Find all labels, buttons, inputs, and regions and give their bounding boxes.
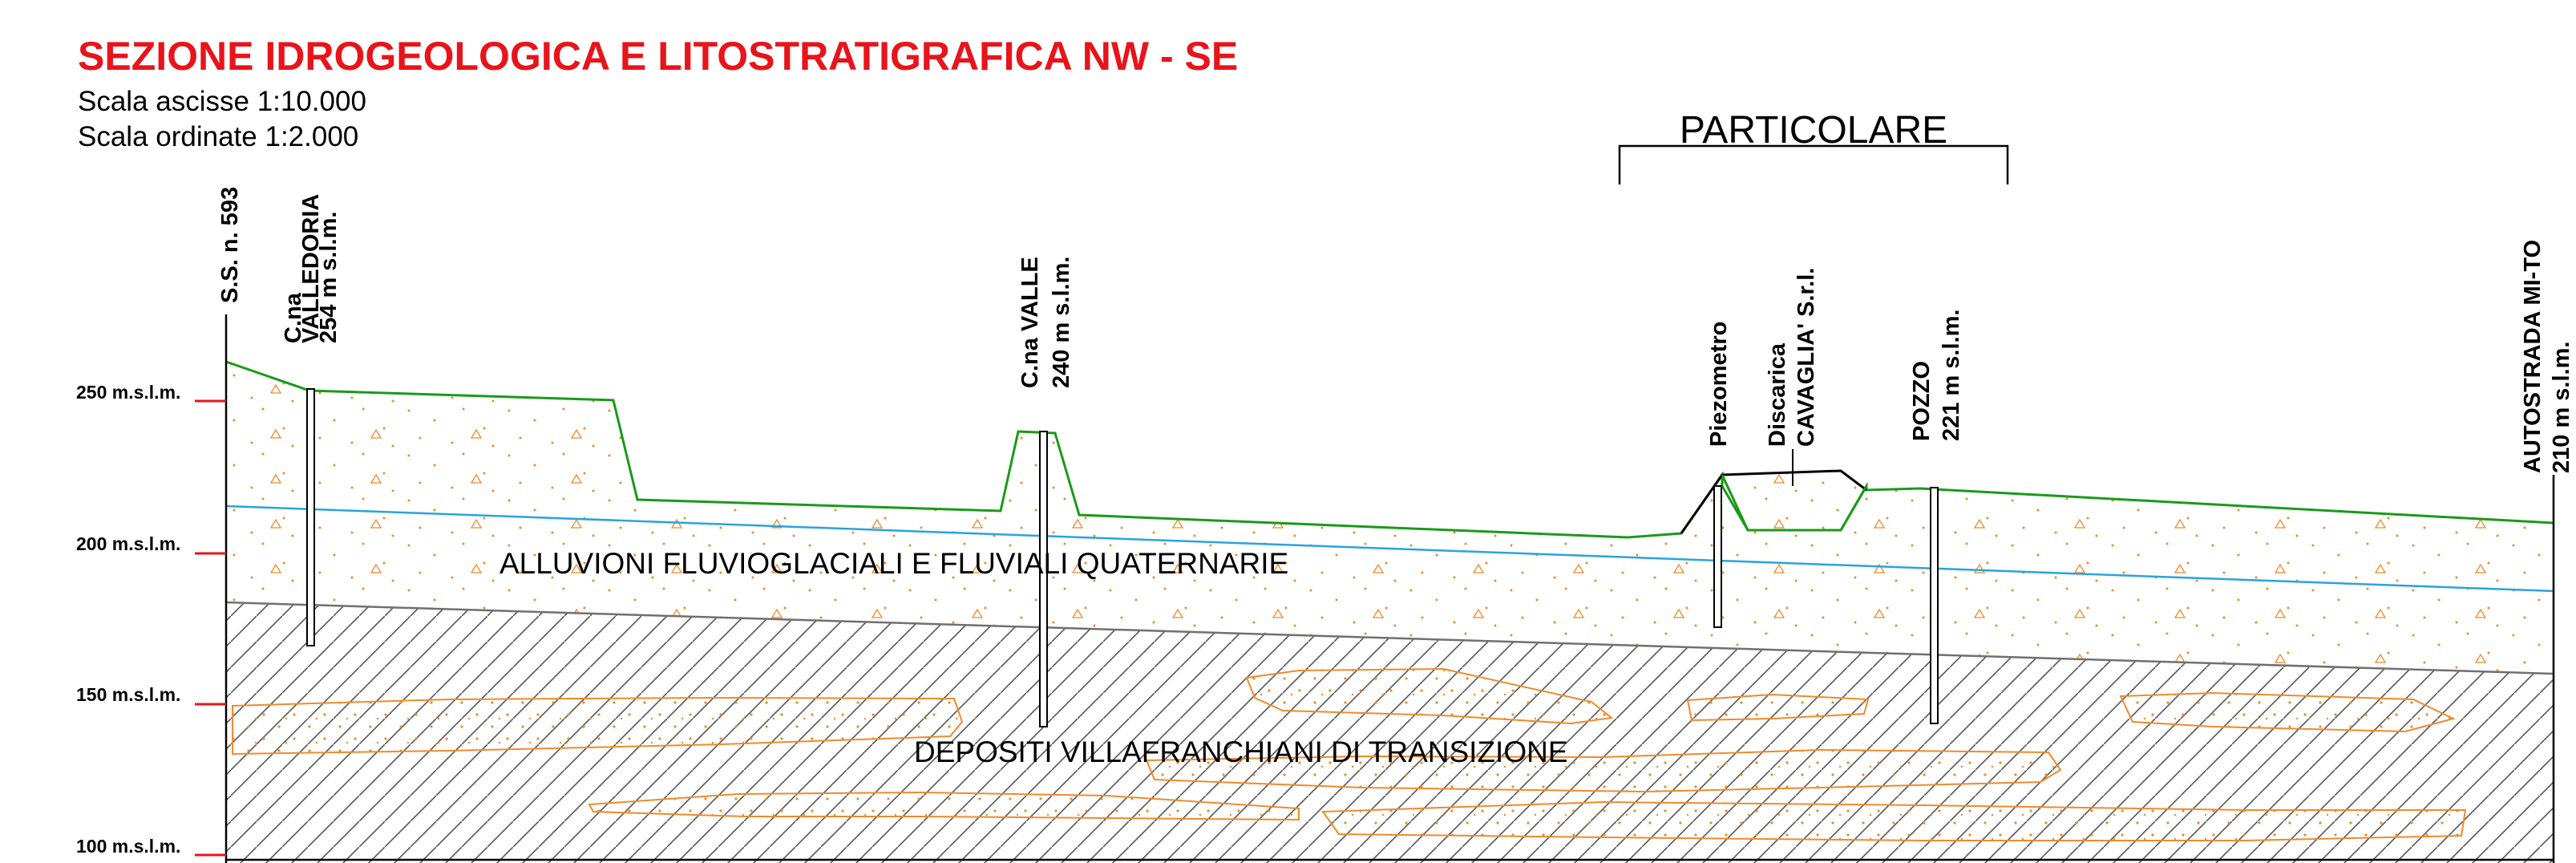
borehole-valledoria bbox=[306, 388, 315, 646]
label-pozzo-name: POZZO bbox=[1909, 361, 1935, 441]
label-piezometro: Piezometro bbox=[1706, 322, 1732, 447]
label-autostrada-name: AUTOSTRADA MI-TO bbox=[2520, 240, 2546, 473]
borehole-pozzo bbox=[1930, 487, 1939, 724]
borehole-valle bbox=[1039, 431, 1048, 727]
label-pozzo-elev: 221 m s.l.m. bbox=[1939, 310, 1964, 441]
elevation-label-200: 200 m.s.l.m. bbox=[76, 533, 180, 554]
label-alluvial-unit: ALLUVIONI FLUVIOGLACIALI E FLUVIALI QUAT… bbox=[499, 547, 1288, 580]
label-discarica-2: CAVAGLIA' S.r.l. bbox=[1793, 268, 1819, 447]
landfill-cap-line bbox=[1680, 469, 1867, 534]
lens-5 bbox=[1145, 748, 2062, 793]
lens-2 bbox=[1245, 667, 1614, 725]
lens-4 bbox=[2119, 691, 2456, 733]
label-valledoria-2: VALLEDORIA bbox=[298, 194, 324, 343]
lens-7 bbox=[1321, 800, 2467, 841]
borehole-piezometro bbox=[1713, 485, 1722, 628]
label-valledoria-elev: 254 m s.l.m. bbox=[316, 212, 342, 343]
elevation-label-100: 100 m.s.l.m. bbox=[76, 836, 180, 857]
horizontal-scale: Scala ascisse 1:10.000 bbox=[78, 86, 366, 117]
water-table-line bbox=[226, 504, 2554, 593]
unit-contact-line bbox=[226, 601, 2554, 675]
label-valle-elev: 240 m s.l.m. bbox=[1049, 257, 1074, 388]
detail-label: PARTICOLARE bbox=[1680, 109, 1947, 152]
elevation-label-150: 150 m.s.l.m. bbox=[76, 684, 180, 705]
lens-1 bbox=[232, 696, 964, 756]
sand-lenses bbox=[232, 667, 2467, 841]
elevation-label-250: 250 m.s.l.m. bbox=[76, 382, 180, 403]
lens-3 bbox=[1686, 693, 1870, 722]
cross-section bbox=[226, 362, 2554, 863]
label-valle-name: C.na VALLE bbox=[1017, 257, 1043, 388]
detail-marker: PARTICOLARE bbox=[1618, 109, 2009, 184]
label-discarica-1: Discarica bbox=[1765, 342, 1790, 447]
landfill-basin-line bbox=[1721, 474, 1868, 532]
label-ss593: S.S. n. 593 bbox=[217, 187, 243, 303]
label-valledoria-1: C.na bbox=[281, 292, 306, 343]
label-villafranchian-unit: DEPOSITI VILLAFRANCHIANI DI TRANSIZIONE bbox=[914, 735, 1568, 768]
elevation-axis: 250 m.s.l.m. 200 m.s.l.m. 150 m.s.l.m. 1… bbox=[76, 382, 226, 857]
label-autostrada-elev: 210 m s.l.m. bbox=[2549, 342, 2574, 473]
vertical-scale: Scala ordinate 1:2.000 bbox=[78, 121, 358, 152]
section-title: SEZIONE IDROGEOLOGICA E LITOSTRATIGRAFIC… bbox=[78, 34, 1238, 79]
lens-6 bbox=[588, 791, 1300, 821]
alluvial-unit bbox=[226, 362, 2554, 674]
